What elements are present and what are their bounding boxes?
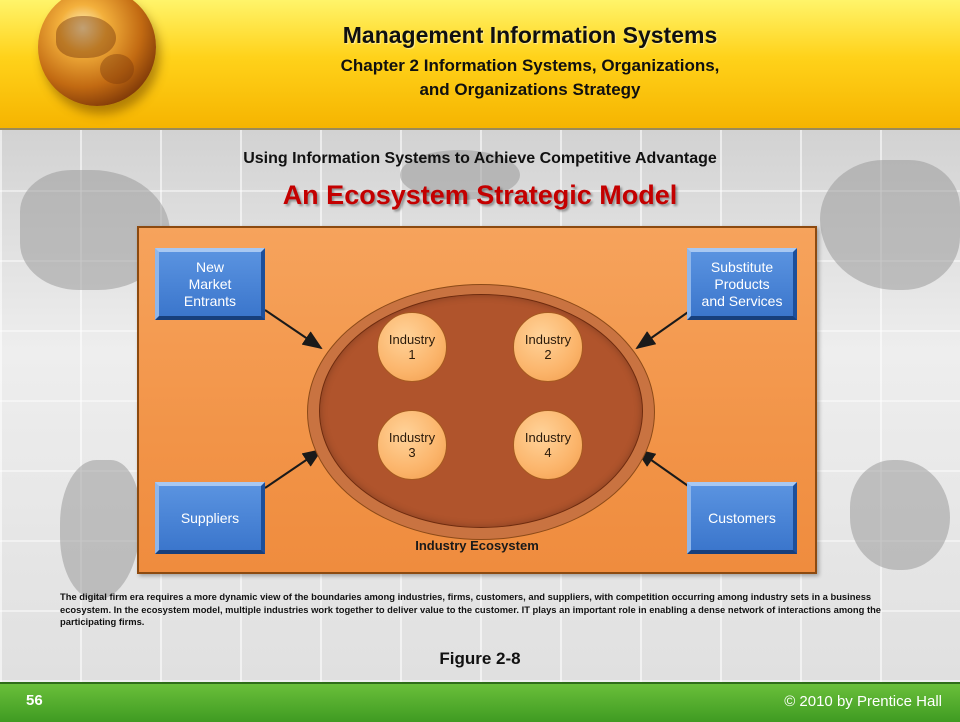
course-title: Management Information Systems	[342, 22, 718, 48]
slide-subtitle: Using Information Systems to Achieve Com…	[243, 150, 717, 167]
figure-label: Figure 2-8	[439, 649, 521, 668]
globe-logo-icon	[38, 0, 156, 106]
industry-3-circle: Industry 3	[377, 410, 447, 480]
suppliers-box: Suppliers	[155, 482, 265, 554]
arrow-suppliers	[264, 448, 323, 489]
new-market-entrants-box: New Market Entrants	[155, 248, 265, 320]
slide-header: Management Information Systems Chapter 2…	[0, 0, 960, 130]
industry-2-circle: Industry 2	[513, 312, 583, 382]
figure-caption: The digital firm era requires a more dyn…	[60, 591, 882, 627]
ecosystem-diagram: New Market Entrants Substitute Products …	[137, 226, 817, 574]
slide-footer: 56 © 2010 by Prentice Hall	[0, 682, 960, 722]
chapter-title: Chapter 2 Information Systems, Organizat…	[0, 54, 960, 102]
industry-1-circle: Industry 1	[377, 312, 447, 382]
diagram-arrows	[264, 309, 692, 489]
customers-box: Customers	[687, 482, 797, 554]
arrow-substitutes	[635, 309, 692, 350]
page-number: 56	[26, 692, 43, 709]
arrow-customers	[635, 448, 692, 489]
arrow-new-entrants	[264, 309, 323, 350]
substitute-products-box: Substitute Products and Services	[687, 248, 797, 320]
industry-4-circle: Industry 4	[513, 410, 583, 480]
chapter-title-line-2: and Organizations Strategy	[419, 80, 641, 99]
ecosystem-ellipse-inner	[319, 294, 643, 528]
copyright-notice: © 2010 by Prentice Hall	[784, 693, 942, 710]
slide-title: An Ecosystem Strategic Model	[282, 180, 678, 210]
industry-ecosystem-label: Industry Ecosystem	[415, 538, 539, 553]
chapter-title-line-1: Chapter 2 Information Systems, Organizat…	[340, 56, 720, 75]
